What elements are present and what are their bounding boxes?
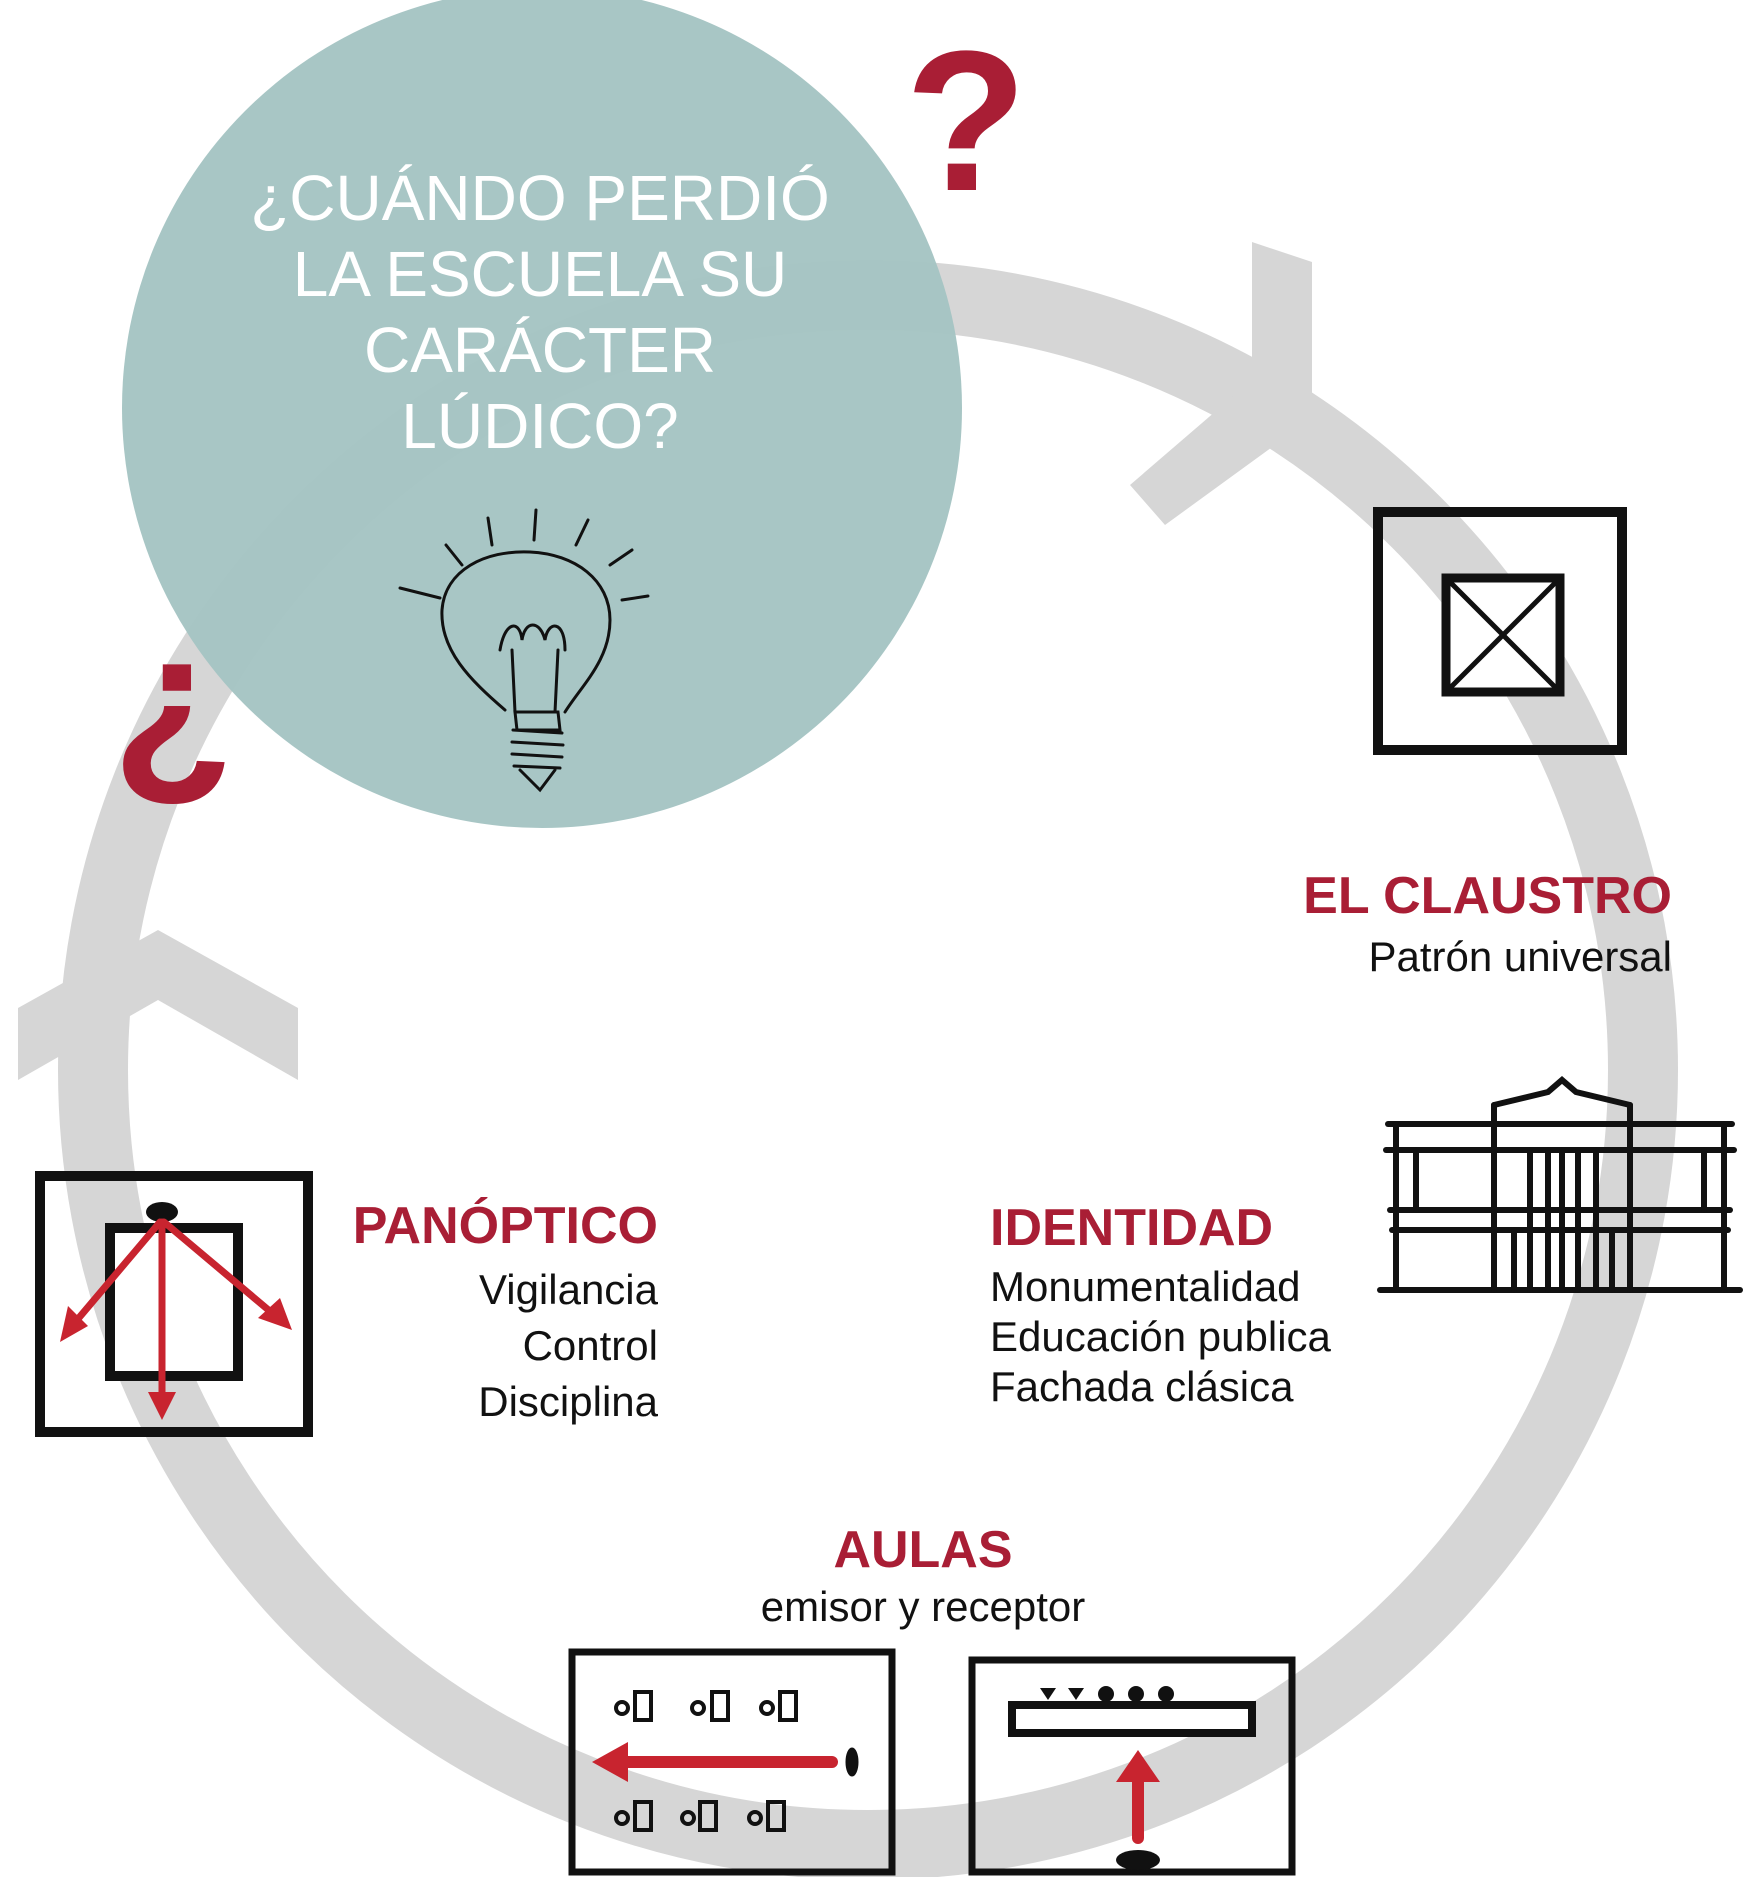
question-line: LÚDICO? <box>401 390 679 462</box>
identidad-line: Fachada clásica <box>990 1363 1294 1410</box>
question-line: ¿CUÁNDO PERDIÓ <box>250 162 830 234</box>
classroom-side-icon <box>968 1656 1296 1876</box>
question-line: LA ESCUELA SU <box>292 238 788 310</box>
chevron-arrow-left <box>18 930 298 1080</box>
aulas-title: AULAS <box>833 1521 1013 1579</box>
identidad-title: IDENTIDAD <box>990 1199 1274 1257</box>
question-title: ¿CUÁNDO PERDIÓ LA ESCUELA SU CARÁCTER LÚ… <box>140 160 940 464</box>
classical-facade-icon <box>1377 1076 1743 1293</box>
identidad-lines: Monumentalidad Educación publica Fachada… <box>990 1262 1331 1412</box>
question-mark-close-icon: ? <box>905 10 1027 233</box>
question-mark-open-icon: ¿ <box>112 590 234 813</box>
question-bubble <box>122 0 962 828</box>
panoptico-line: Vigilancia <box>478 1266 658 1313</box>
panoptico-line: Disciplina <box>478 1378 658 1425</box>
classroom-front-icon <box>568 1648 896 1876</box>
identidad-line: Educación publica <box>990 1313 1331 1360</box>
aulas-subtitle: emisor y receptor <box>760 1583 1086 1630</box>
panoptico-lines: Vigilancia Control Disciplina <box>300 1262 658 1430</box>
panopticon-icon <box>35 1171 313 1437</box>
panoptico-title: PANÓPTICO <box>352 1197 658 1255</box>
cloister-plan-icon <box>1373 507 1627 755</box>
claustro-subtitle: Patrón universal <box>1368 933 1673 980</box>
lightbulb-icon <box>398 508 650 793</box>
claustro-title: EL CLAUSTRO <box>1303 867 1672 925</box>
panoptico-line: Control <box>522 1322 658 1369</box>
identidad-line: Monumentalidad <box>990 1263 1301 1310</box>
question-line: CARÁCTER <box>363 314 717 386</box>
chevron-arrow-right <box>1130 242 1312 525</box>
